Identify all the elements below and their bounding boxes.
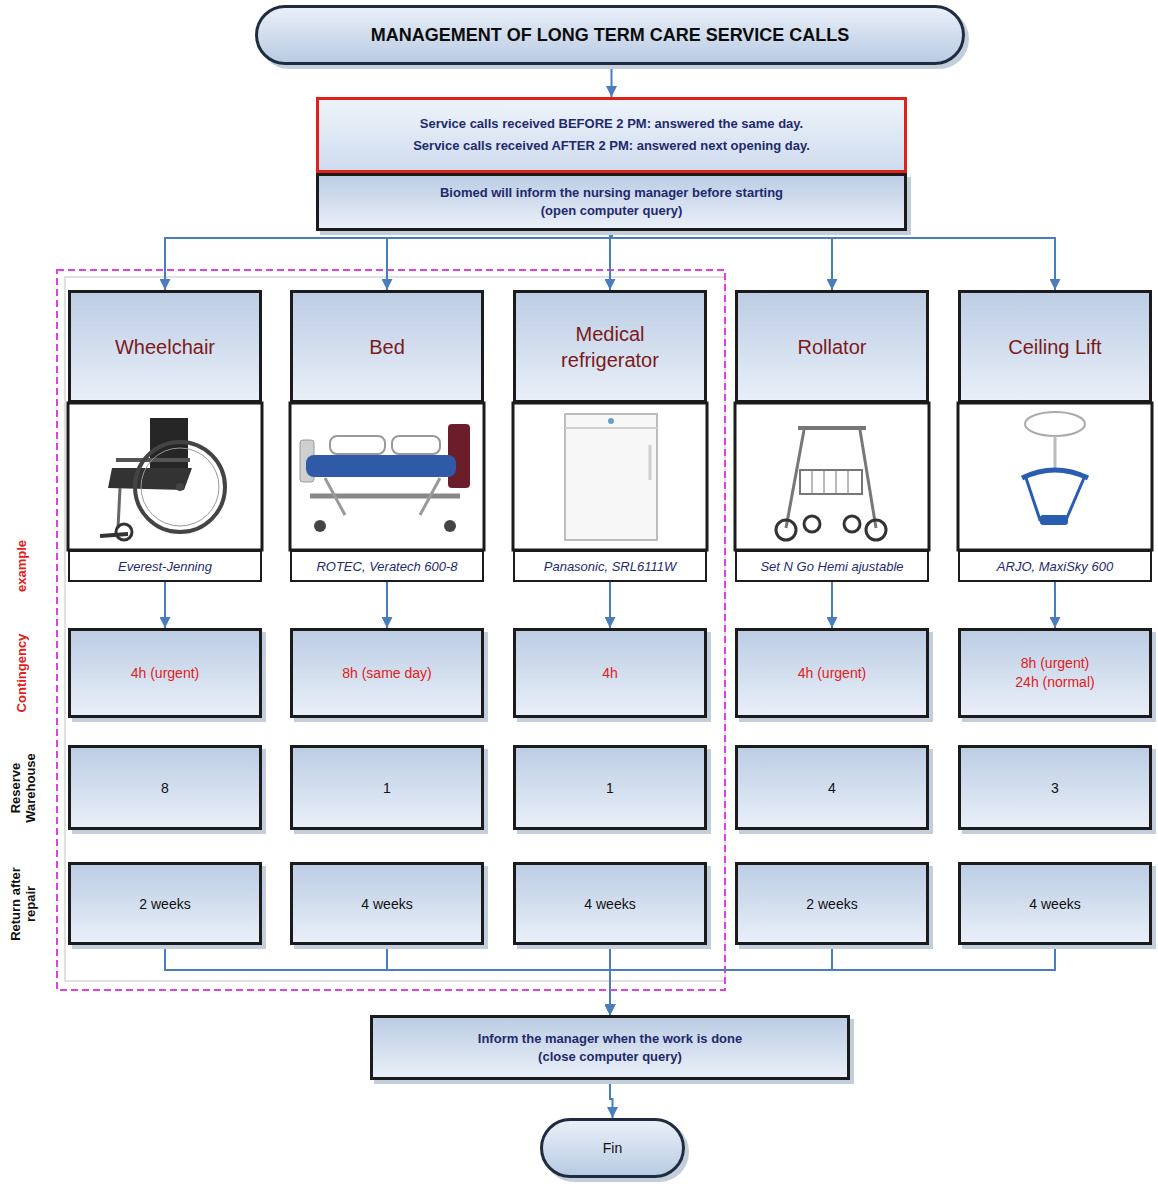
flow-connector	[387, 945, 610, 1015]
example-model: Everest-Jenning	[68, 550, 262, 582]
node-text: Service calls received AFTER 2 PM: answe…	[413, 135, 810, 157]
node-text: 1	[383, 780, 391, 796]
contingency-box: 8h (same day)	[290, 628, 484, 718]
node-text: 8	[161, 780, 169, 796]
node-text: Inform the manager when the work is done…	[468, 1030, 753, 1065]
node-text: 8h (same day)	[342, 664, 431, 683]
reserve-box: 1	[513, 745, 707, 830]
row-label: example	[15, 531, 30, 601]
node-text: Everest-Jenning	[118, 559, 212, 574]
reserve-box: 8	[68, 745, 262, 830]
node-text: Wheelchair	[115, 334, 215, 360]
node-text: 4	[828, 780, 836, 796]
flow-connector	[387, 231, 612, 290]
node-text: Set N Go Hemi ajustable	[760, 559, 903, 574]
node-text: MANAGEMENT OF LONG TERM CARE SERVICE CAL…	[371, 25, 850, 46]
flow-connector	[609, 231, 611, 290]
node-text: 4 weeks	[584, 896, 635, 912]
flow-connector	[164, 582, 166, 628]
node-text: ROTEC, Veratech 600-8	[316, 559, 457, 574]
row-label: Reserve Warehouse	[9, 748, 39, 828]
flow-connector	[165, 945, 610, 1015]
group-shadow	[65, 277, 725, 981]
picture-frame	[958, 403, 1152, 550]
timing-notice: Service calls received BEFORE 2 PM: answ…	[316, 97, 907, 173]
node-text: 4 weeks	[1029, 896, 1080, 912]
picture-frame	[735, 403, 929, 550]
node-text: Bed	[369, 334, 405, 360]
reserve-box: 1	[290, 745, 484, 830]
group-bracket	[57, 270, 725, 990]
row-label: Return after repair	[9, 856, 39, 952]
contingency-box: 4h (urgent)	[735, 628, 929, 718]
equipment-header: Ceiling Lift	[958, 290, 1152, 403]
equipment-header: Rollator	[735, 290, 929, 403]
node-text: 2 weeks	[806, 896, 857, 912]
flow-connector	[831, 582, 833, 628]
flow-connector	[165, 231, 612, 290]
node-text: Biomed will inform the nursing manager b…	[432, 184, 792, 219]
equipment-header: Medical refrigerator	[513, 290, 707, 403]
node-text: Service calls received BEFORE 2 PM: answ…	[420, 113, 803, 135]
rollator-illustration	[776, 428, 886, 540]
reserve-box: 4	[735, 745, 929, 830]
picture-frame	[513, 403, 707, 550]
picture-frame	[68, 403, 262, 550]
bed-illustration	[300, 424, 470, 532]
node-text: 4 weeks	[361, 896, 412, 912]
node-text: 1	[606, 780, 614, 796]
flow-connector	[1054, 582, 1056, 628]
flow-connector	[609, 582, 611, 628]
node-text: Panasonic, SRL6111W	[544, 559, 676, 574]
contingency-box: 4h	[513, 628, 707, 718]
flow-connector	[610, 945, 1055, 1015]
node-text: Medical refrigerator	[524, 321, 696, 373]
node-text: Ceiling Lift	[1008, 334, 1101, 360]
node-text: 4h	[602, 664, 618, 683]
equipment-header: Bed	[290, 290, 484, 403]
flow-connector	[610, 1080, 613, 1118]
equipment-header: Wheelchair	[68, 290, 262, 403]
example-model: Set N Go Hemi ajustable	[735, 550, 929, 582]
process-box: Biomed will inform the nursing manager b…	[316, 173, 907, 231]
contingency-box: 4h (urgent)	[68, 628, 262, 718]
flow-connector	[612, 231, 1056, 290]
picture-frame	[290, 403, 484, 550]
return-box: 4 weeks	[513, 862, 707, 945]
ceiling-lift-illustration	[1022, 412, 1088, 525]
node-text: 8h (urgent) 24h (normal)	[1010, 654, 1100, 692]
wheelchair-illustration	[100, 418, 225, 540]
example-model: ROTEC, Veratech 600-8	[290, 550, 484, 582]
refrigerator-illustration	[565, 414, 657, 540]
title-terminal: MANAGEMENT OF LONG TERM CARE SERVICE CAL…	[255, 5, 965, 65]
node-text: Rollator	[798, 334, 867, 360]
example-model: Panasonic, SRL6111W	[513, 550, 707, 582]
end-terminal: Fin	[540, 1118, 685, 1178]
row-label: Contingency	[15, 623, 30, 723]
node-text: ARJO, MaxiSky 600	[997, 559, 1113, 574]
node-text: 2 weeks	[139, 896, 190, 912]
flow-connector	[386, 582, 388, 628]
node-text: Fin	[603, 1140, 622, 1156]
reserve-box: 3	[958, 745, 1152, 830]
flow-connector	[611, 65, 613, 97]
return-box: 2 weeks	[735, 862, 929, 945]
node-text: 4h (urgent)	[798, 664, 866, 683]
node-text: 4h (urgent)	[131, 664, 199, 683]
process-box: Inform the manager when the work is done…	[370, 1015, 850, 1080]
flow-connector	[612, 231, 833, 290]
picture-frames	[68, 403, 1152, 550]
return-box: 4 weeks	[958, 862, 1152, 945]
contingency-box: 8h (urgent) 24h (normal)	[958, 628, 1152, 718]
example-model: ARJO, MaxiSky 600	[958, 550, 1152, 582]
return-box: 2 weeks	[68, 862, 262, 945]
node-text: 3	[1051, 780, 1059, 796]
flow-connector	[610, 945, 832, 1015]
return-box: 4 weeks	[290, 862, 484, 945]
